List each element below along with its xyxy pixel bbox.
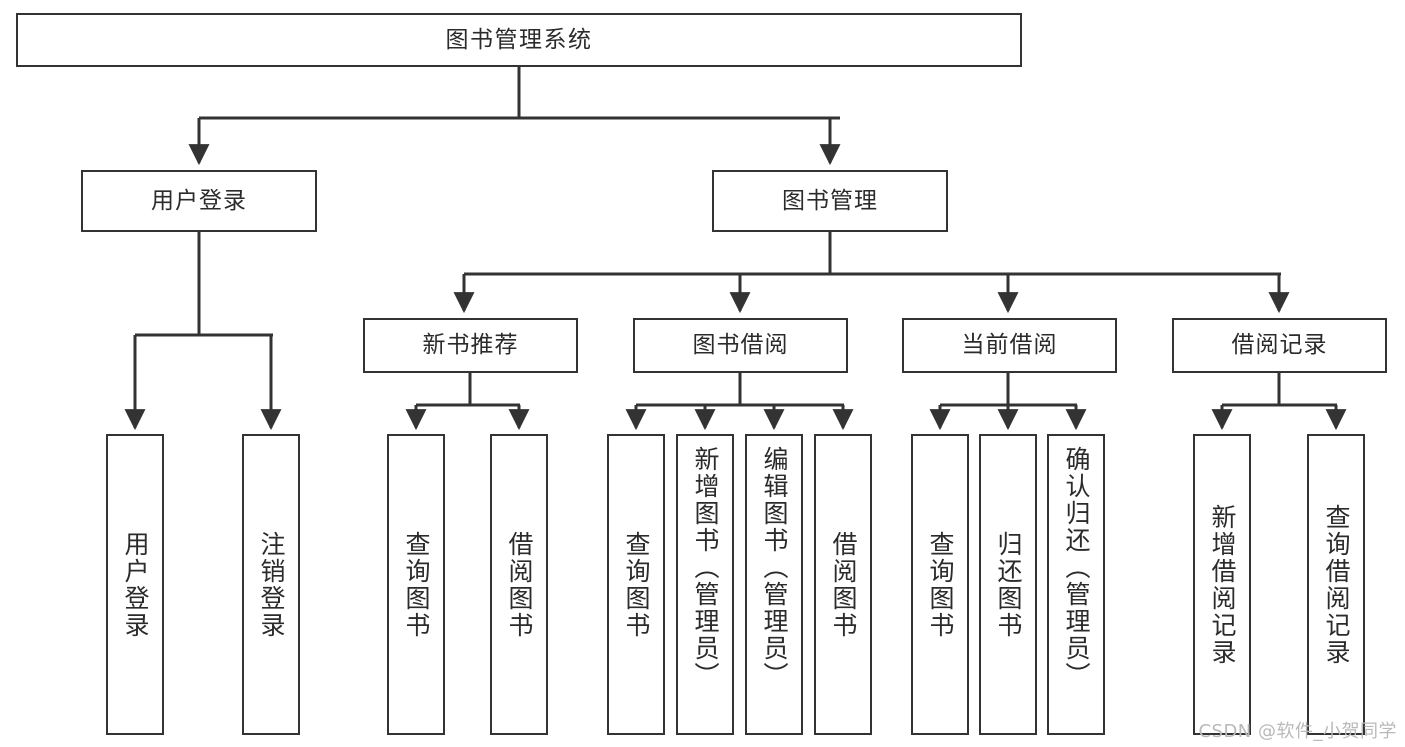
node-book-borrow[interactable]: 图书借阅: [633, 318, 848, 373]
leaf-label: 查询图书: [622, 530, 651, 639]
node-book-management[interactable]: 图书管理: [712, 170, 948, 232]
node-label: 当前借阅: [961, 332, 1058, 358]
leaf-label: 注销登录: [257, 530, 286, 639]
leaf-label: 查询图书: [402, 530, 431, 639]
leaf-label: 确认归还（管理员）: [1062, 446, 1091, 689]
node-label: 借阅记录: [1231, 332, 1328, 358]
leaf-add-book-admin[interactable]: 新增图书（管理员）: [676, 434, 734, 735]
leaf-add-borrow-record[interactable]: 新增借阅记录: [1193, 434, 1251, 735]
node-label: 用户登录: [151, 187, 247, 214]
leaf-user-login[interactable]: 用户登录: [106, 434, 164, 735]
node-label: 图书管理系统: [445, 26, 593, 53]
leaf-borrow-book-new[interactable]: 借阅图书: [490, 434, 548, 735]
leaf-borrow-book[interactable]: 借阅图书: [814, 434, 872, 735]
leaf-label: 借阅图书: [829, 530, 858, 639]
node-root[interactable]: 图书管理系统: [16, 13, 1022, 67]
node-new-book-recommend[interactable]: 新书推荐: [363, 318, 578, 373]
leaf-label: 借阅图书: [505, 530, 534, 639]
leaf-edit-book-admin[interactable]: 编辑图书（管理员）: [745, 434, 803, 735]
leaf-query-book-borrow[interactable]: 查询图书: [607, 434, 665, 735]
leaf-logout[interactable]: 注销登录: [242, 434, 300, 735]
node-current-borrow[interactable]: 当前借阅: [902, 318, 1117, 373]
leaf-query-book-new[interactable]: 查询图书: [387, 434, 445, 735]
leaf-label: 新增借阅记录: [1208, 503, 1237, 666]
watermark: CSDN @软件_小贺同学: [1198, 721, 1397, 742]
leaf-label: 查询图书: [926, 530, 955, 639]
node-label: 图书管理: [782, 187, 878, 214]
leaf-label: 查询借阅记录: [1322, 503, 1351, 666]
node-label: 新书推荐: [422, 332, 519, 358]
node-borrow-record[interactable]: 借阅记录: [1172, 318, 1387, 373]
leaf-query-borrow-record[interactable]: 查询借阅记录: [1307, 434, 1365, 735]
node-user-login[interactable]: 用户登录: [81, 170, 317, 232]
leaf-query-book-current[interactable]: 查询图书: [911, 434, 969, 735]
leaf-label: 归还图书: [994, 530, 1023, 639]
leaf-label: 用户登录: [121, 530, 150, 639]
leaf-confirm-return-admin[interactable]: 确认归还（管理员）: [1047, 434, 1105, 735]
leaf-label: 编辑图书（管理员）: [760, 446, 789, 689]
node-label: 图书借阅: [692, 332, 789, 358]
leaf-label: 新增图书（管理员）: [691, 446, 720, 689]
leaf-return-book[interactable]: 归还图书: [979, 434, 1037, 735]
